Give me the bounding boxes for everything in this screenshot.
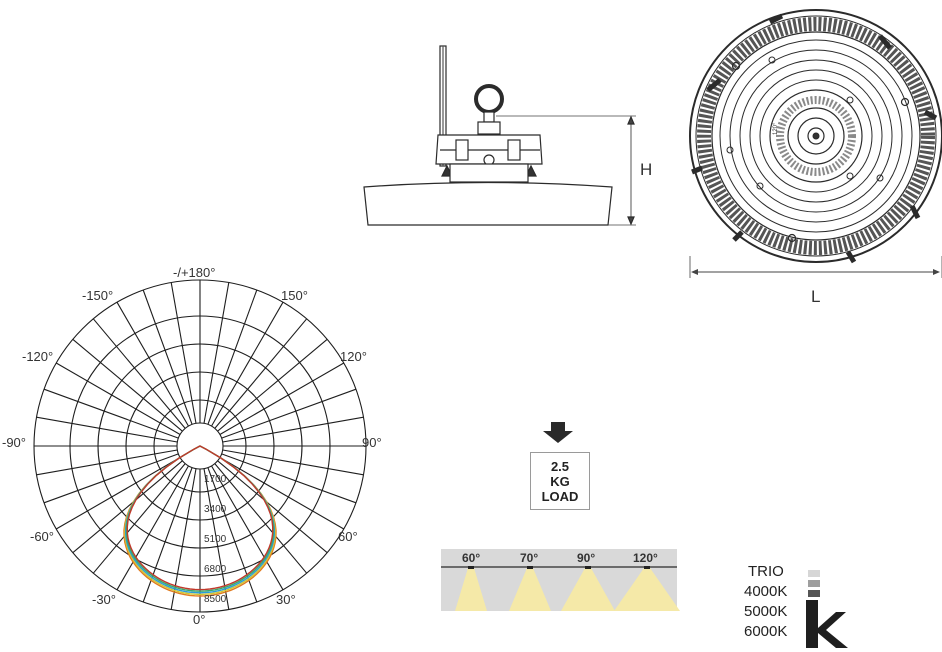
- polar-spoke: [116, 465, 189, 591]
- radial-label: 5100: [204, 534, 227, 545]
- angle-label-minus30: -30°: [92, 592, 116, 607]
- polar-spoke: [36, 449, 178, 476]
- polar-spoke: [207, 289, 258, 425]
- polar-spoke: [214, 318, 308, 429]
- polar-spoke: [170, 282, 197, 424]
- polar-curve: [123, 445, 277, 597]
- beam-lamp: [585, 566, 591, 569]
- polar-grid: [33, 279, 367, 613]
- angle-label-120: 120°: [340, 349, 367, 364]
- polar-curve: [126, 445, 274, 591]
- beam-angle-strip: [441, 549, 680, 611]
- angle-label-minus60: -60°: [30, 529, 54, 544]
- beam-lamp: [644, 566, 650, 569]
- angle-label-minus150: -150°: [82, 288, 113, 303]
- radial-label: 3400: [204, 504, 227, 515]
- cct-item-5000k: 5000K: [744, 603, 788, 620]
- polar-spoke: [36, 416, 178, 443]
- angle-label-180: -/+180°: [173, 265, 215, 280]
- polar-spoke: [219, 457, 345, 530]
- polar-spoke: [116, 301, 189, 427]
- beam-cone: [509, 568, 551, 611]
- beam-label-90: 90°: [577, 551, 595, 565]
- load-rating-box: 2.5 KG LOAD: [530, 452, 590, 510]
- polar-spoke: [43, 453, 179, 504]
- polar-spoke: [203, 282, 230, 424]
- angle-label-minus90: -90°: [2, 435, 26, 450]
- polar-spoke: [221, 388, 357, 439]
- radial-label: 1700: [204, 474, 227, 485]
- polar-spoke: [222, 416, 364, 443]
- kelvin-icon: [806, 600, 848, 648]
- cct-item-4000k: 4000K: [744, 583, 788, 600]
- radial-label: 8500: [204, 594, 227, 605]
- height-label: H: [640, 160, 652, 179]
- beam-cone: [614, 568, 680, 611]
- polar-spoke: [55, 457, 181, 530]
- angle-label-30: 30°: [276, 592, 296, 607]
- radial-label: 6800: [204, 564, 227, 575]
- polar-curves: [123, 445, 277, 597]
- polar-spoke: [219, 362, 345, 435]
- polar-spoke: [214, 463, 308, 574]
- beam-label-120: 120°: [633, 551, 658, 565]
- polar-spoke: [222, 449, 364, 476]
- beam-label-60: 60°: [462, 551, 480, 565]
- polar-spoke: [217, 338, 328, 432]
- load-unit: KG: [550, 473, 570, 489]
- angle-label-minus120: -120°: [22, 349, 53, 364]
- polar-radial-labels: 1700 3400 5100 6800 8500: [204, 474, 227, 605]
- top-view-badge: 120°: [773, 122, 779, 135]
- top-view-drawing: [689, 9, 942, 278]
- polar-spoke: [211, 301, 284, 427]
- beam-lamp: [527, 566, 533, 569]
- polar-spoke: [211, 465, 284, 591]
- polar-curve: [124, 445, 276, 596]
- cct-legend: TRIO 4000K 5000K 6000K: [744, 562, 787, 642]
- polar-spoke: [92, 463, 186, 574]
- load-caption: LOAD: [541, 488, 579, 504]
- polar-spoke: [142, 289, 193, 425]
- cct-item-trio: TRIO: [748, 563, 784, 580]
- angle-label-60: 60°: [338, 529, 358, 544]
- angle-label-0: 0°: [193, 612, 205, 627]
- angle-label-90: 90°: [362, 435, 382, 450]
- beam-angle-labels: 60° 70° 90° 120°: [462, 551, 658, 565]
- beam-label-70: 70°: [520, 551, 538, 565]
- polar-spoke: [92, 318, 186, 429]
- beam-lamp: [468, 566, 474, 569]
- beam-cone: [561, 568, 615, 611]
- polar-spoke: [43, 388, 179, 439]
- polar-angle-labels: -/+180° -150° 150° -120° 120° -90° 90° -…: [2, 265, 382, 627]
- polar-spoke: [72, 338, 183, 432]
- load-value: 2.5: [550, 458, 570, 474]
- beam-cone: [455, 568, 487, 611]
- polar-spoke: [72, 460, 183, 554]
- polar-spoke: [217, 460, 328, 554]
- polar-spoke: [221, 453, 357, 504]
- cct-bars-icon: [808, 570, 820, 597]
- cct-item-6000k: 6000K: [744, 623, 788, 640]
- down-arrow-icon: [543, 422, 573, 443]
- polar-spoke: [55, 362, 181, 435]
- length-label: L: [811, 287, 820, 306]
- side-view-drawing: [363, 45, 636, 226]
- angle-label-150: 150°: [281, 288, 308, 303]
